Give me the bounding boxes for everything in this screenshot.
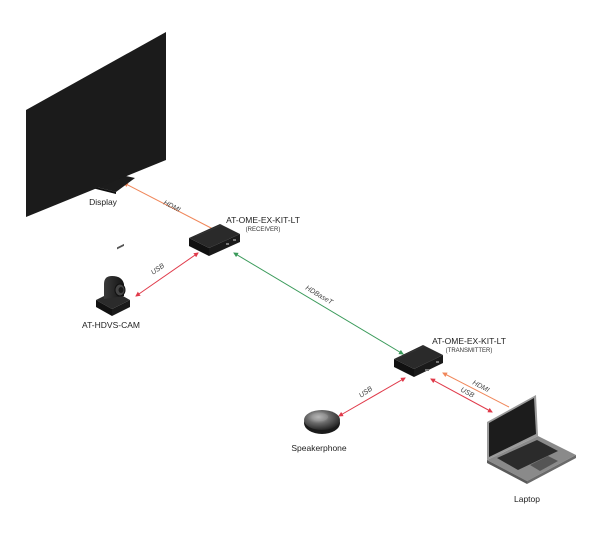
receiver-device: AT-OME-EX-KIT-LT (RECEIVER) <box>189 215 300 256</box>
usb-cable-line <box>135 252 199 297</box>
display-label: Display <box>89 197 118 207</box>
hdmi-label: HDMI <box>162 200 181 214</box>
transmitter-device: AT-OME-EX-KIT-LT (TRANSMITTER) <box>394 336 506 377</box>
display-device: Display <box>26 32 166 217</box>
receiver-top <box>189 224 240 248</box>
usb-cable-line <box>430 378 493 413</box>
transmitter-port-icon <box>425 369 429 371</box>
laptop-label: Laptop <box>514 494 540 504</box>
connection-rx-camera-usb: USB <box>135 252 199 297</box>
connection-rx-display-hdmi: HDMI <box>123 182 214 230</box>
hdbaset-cable-line <box>233 252 404 355</box>
receiver-label: AT-OME-EX-KIT-LT <box>226 215 300 225</box>
speakerphone-label: Speakerphone <box>291 443 347 453</box>
transmitter-label: AT-OME-EX-KIT-LT <box>432 336 506 346</box>
connection-hdbaset: HDBaseT <box>233 252 404 355</box>
display-screen <box>26 32 166 217</box>
connection-tx-laptop-hdmi: HDMI <box>442 372 510 408</box>
receiver-port-icon <box>226 243 229 245</box>
receiver-sublabel: (RECEIVER) <box>246 227 281 233</box>
usb-label: USB <box>150 262 166 276</box>
laptop-screen <box>489 398 536 457</box>
receiver-port-icon <box>233 239 236 241</box>
connection-tx-speaker-usb: USB <box>338 377 406 417</box>
camera-label: AT-HDVS-CAM <box>82 320 140 330</box>
speakerphone-body <box>304 410 340 430</box>
laptop-device: Laptop <box>487 395 576 504</box>
hdmi-cable-line <box>442 372 510 408</box>
transmitter-port-icon <box>436 361 439 363</box>
hdmi-cable-line <box>123 182 214 230</box>
transmitter-sublabel: (TRANSMITTER) <box>446 348 493 354</box>
laptop-trackpad <box>530 456 558 471</box>
transmitter-top <box>394 345 443 369</box>
camera-device: AT-HDVS-CAM <box>82 243 140 330</box>
usb-cable-line <box>338 377 406 417</box>
speakerphone-device: Speakerphone <box>291 410 347 453</box>
laptop-keyboard <box>497 440 558 470</box>
